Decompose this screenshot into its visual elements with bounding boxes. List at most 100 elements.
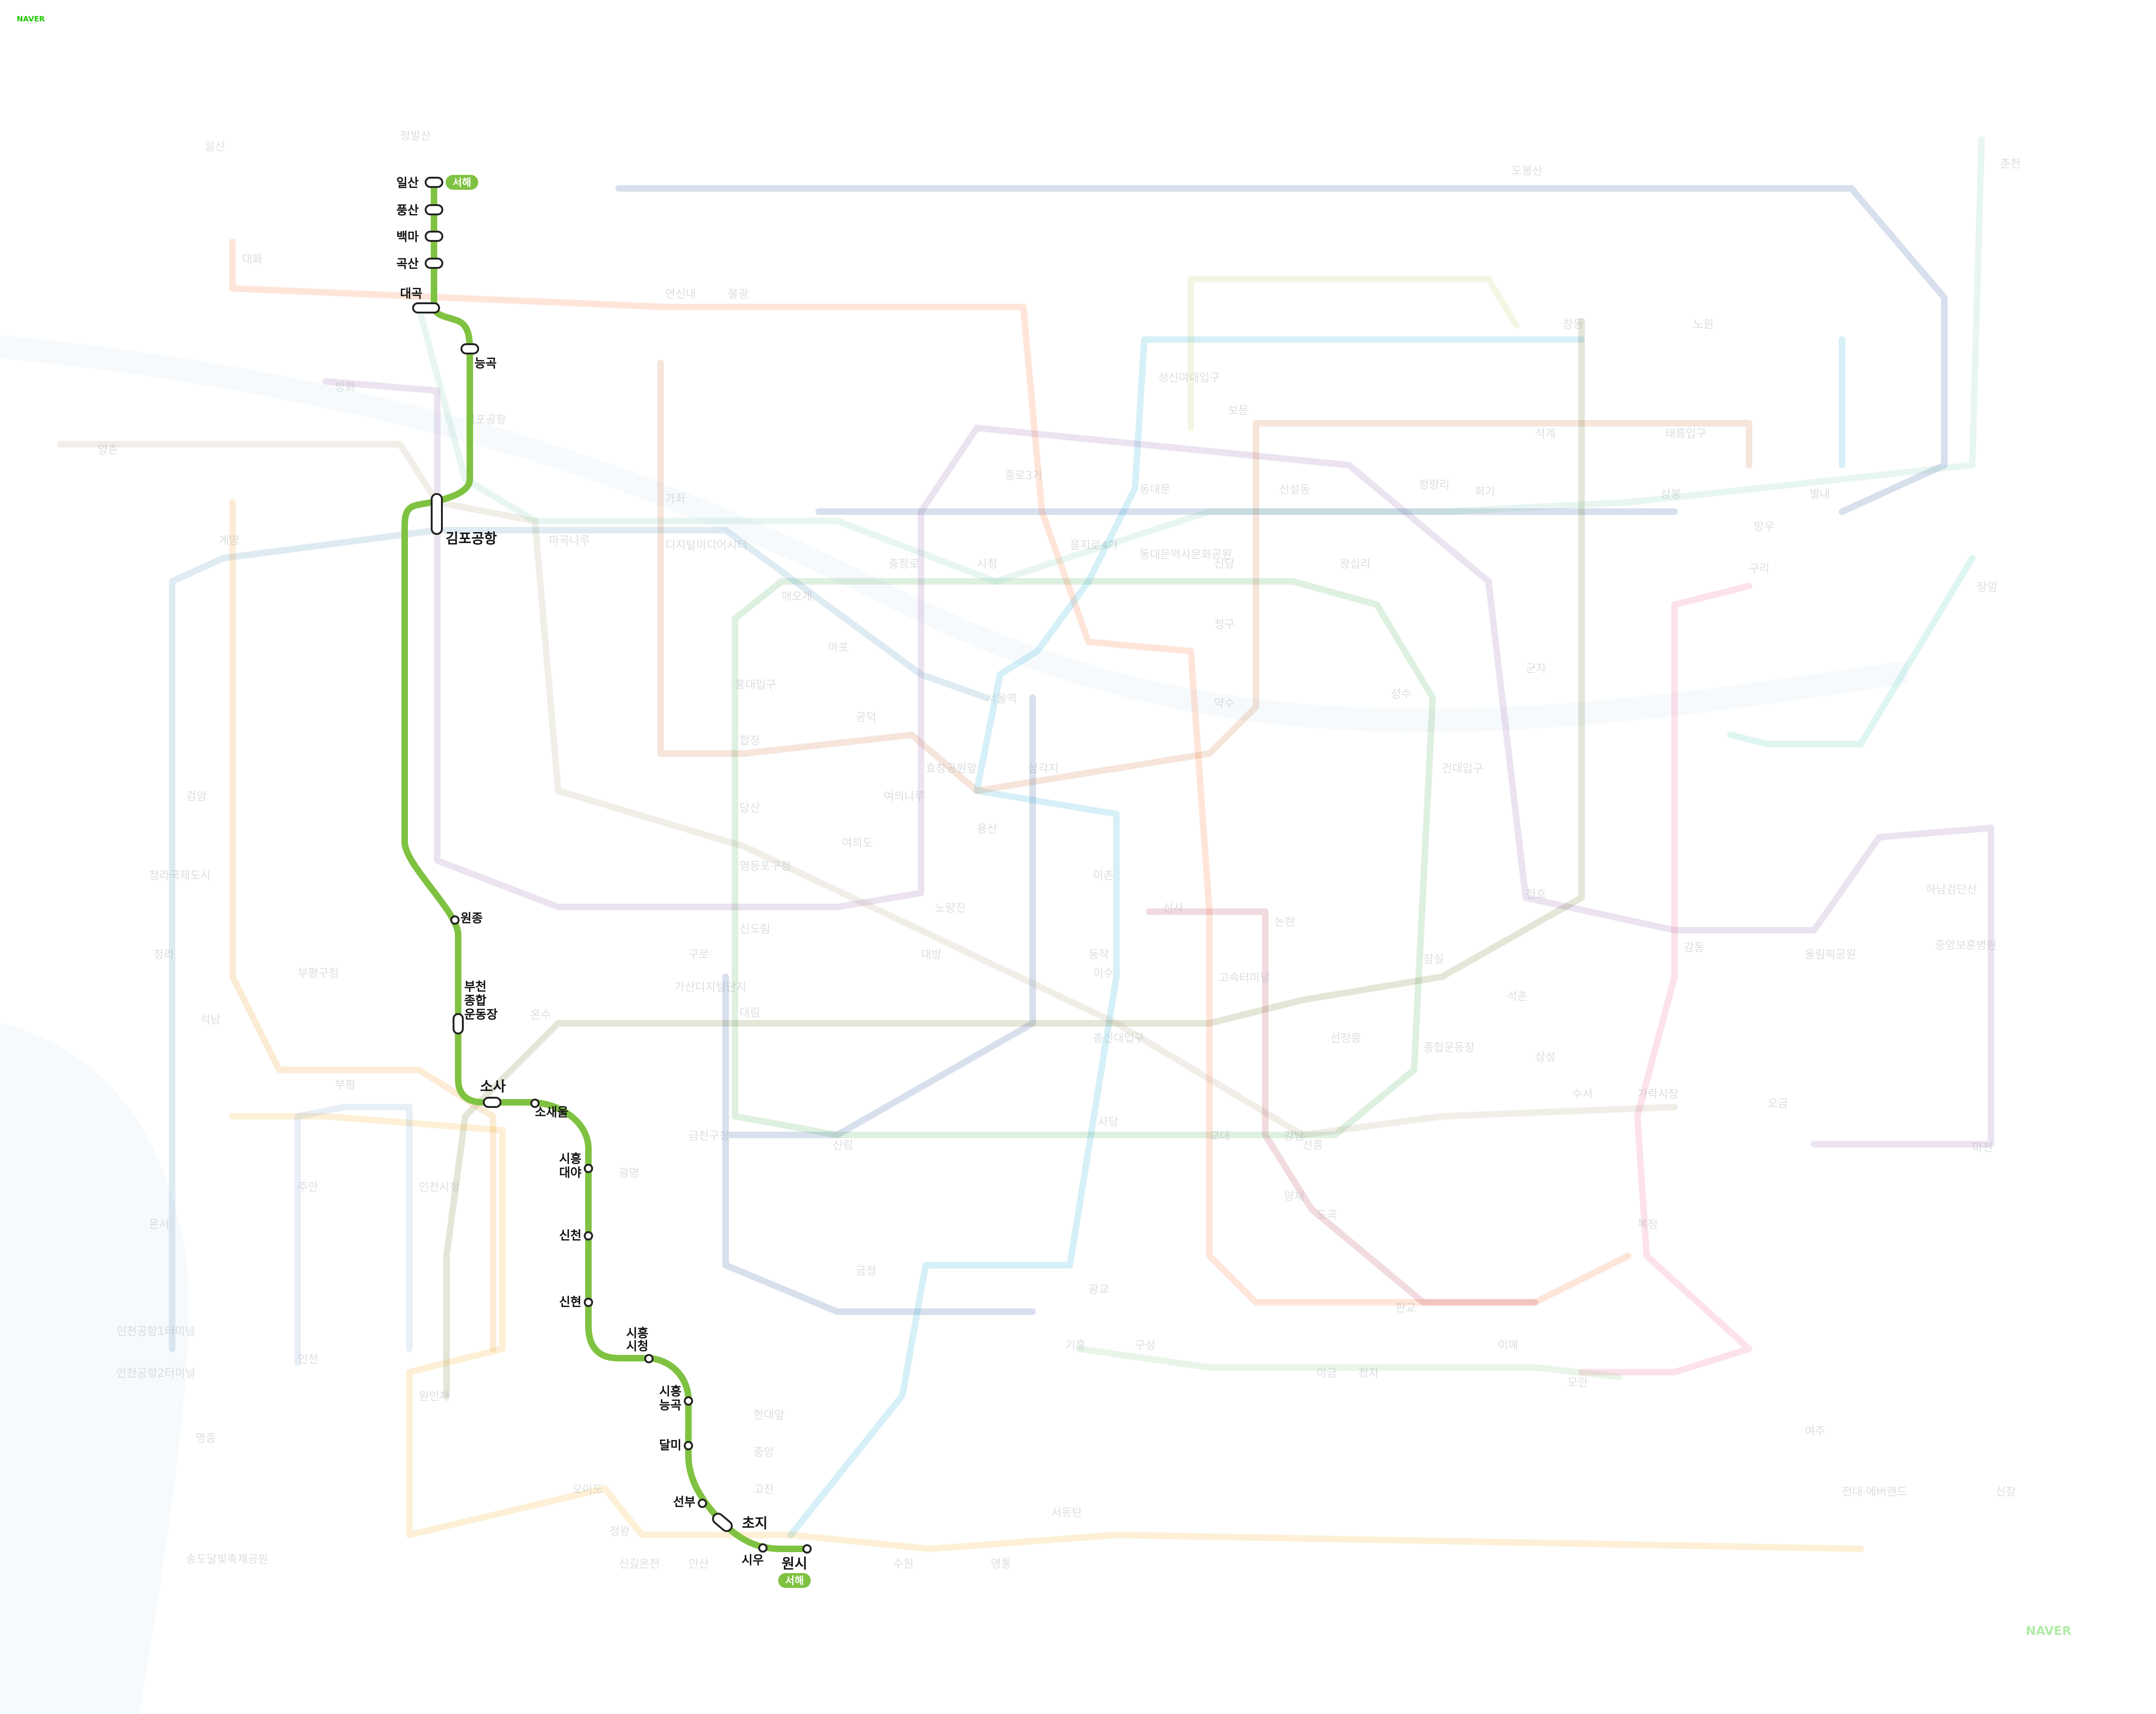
bg-station: 중앙 (754, 1446, 774, 1459)
svg-text:신현: 신현 (559, 1295, 581, 1309)
bg-station: 정왕 (609, 1525, 630, 1538)
station-gimpo-airport[interactable]: 김포공항 (431, 493, 497, 547)
bg-station: 신도림 (740, 922, 770, 935)
bg-station: 대화 (242, 253, 262, 266)
bg-station: 충정로 (888, 557, 919, 570)
bg-station: 이매 (1498, 1339, 1518, 1352)
svg-text:종합: 종합 (464, 994, 487, 1008)
svg-text:선부: 선부 (673, 1495, 695, 1509)
bg-station: 당산 (740, 801, 760, 814)
station-daegok[interactable]: 대곡 (400, 287, 440, 313)
bg-station: 한대앞 (754, 1408, 784, 1421)
naver-logo-top: NAVER (17, 14, 45, 23)
station-sosaeul[interactable]: 소새울 (530, 1099, 568, 1120)
line4-ghost (788, 336, 1845, 1538)
bg-station: 망우 (1754, 520, 1774, 533)
bg-station: 천호 (1526, 887, 1546, 900)
station-pungsan[interactable]: 풍산 (396, 204, 443, 218)
gyeongchun-ghost (1727, 555, 1976, 747)
svg-text:소새울: 소새울 (535, 1106, 568, 1120)
background-labels: 일산 대화 연신내 불광 도봉산 창동 노원 춘천 방화 양촌 계양 검암 가좌… (98, 129, 2021, 1570)
bg-station: 광교 (1088, 1283, 1109, 1296)
bg-station: 수서 (1572, 1087, 1593, 1100)
station-ilsan[interactable]: 일산 (396, 176, 443, 190)
bg-station: 하남검단산 (1926, 883, 1977, 896)
bg-station: 고잔 (754, 1483, 774, 1496)
bg-station: 금천구청 (688, 1129, 729, 1142)
station-dalmi[interactable]: 달미 (659, 1439, 693, 1453)
station-goksan[interactable]: 곡산 (396, 257, 443, 271)
bg-station: 별내 (1809, 487, 1830, 500)
svg-text:풍산: 풍산 (396, 204, 419, 218)
bg-station: 구성 (1135, 1339, 1155, 1352)
incheon2-ghost (229, 499, 496, 1352)
station-bucheon-sports-complex-label: 운동장 (464, 1008, 498, 1022)
svg-text:원종: 원종 (461, 912, 483, 926)
svg-text:시흥: 시흥 (626, 1327, 648, 1341)
bg-station: 계양 (219, 534, 239, 547)
station-wonjong[interactable]: 원종 (450, 912, 483, 926)
bg-station: 운서 (149, 1218, 169, 1231)
bg-station: 구로 (688, 948, 709, 961)
station-seonbu[interactable]: 선부 (673, 1495, 707, 1509)
bg-station: 성수 (1391, 687, 1411, 700)
station-sinhyeon[interactable]: 신현 (559, 1295, 593, 1309)
bg-station: 강남 (1284, 1129, 1304, 1142)
station-sincheon[interactable]: 신천 (559, 1229, 593, 1243)
bg-station: 석촌 (1507, 990, 1528, 1003)
station-neunggok[interactable]: 능곡 (461, 343, 497, 371)
bg-station: 대방 (921, 948, 941, 961)
bg-station: 도봉산 (1512, 164, 1542, 177)
station-baekma[interactable]: 백마 (396, 230, 443, 244)
svg-text:곡산: 곡산 (396, 257, 419, 271)
bg-station: 동대문역사문화공원 (1140, 548, 1232, 561)
bg-station: 영종 (195, 1432, 216, 1445)
bg-station: 성신여대입구 (1158, 371, 1220, 384)
station-wonsi[interactable]: 원시 (781, 1544, 812, 1572)
svg-text:시청: 시청 (626, 1340, 648, 1354)
svg-text:백마: 백마 (396, 230, 419, 244)
bg-station: 삼성 (1535, 1050, 1555, 1063)
svg-text:시우: 시우 (741, 1554, 764, 1567)
bg-station: 동작 (1088, 948, 1109, 961)
bg-station: 신설동 (1279, 483, 1310, 496)
bg-station: 청구 (1214, 618, 1235, 631)
station-choji[interactable]: 초지 (711, 1512, 768, 1533)
bg-station: 연신내 (665, 287, 696, 300)
bg-station: 애오개 (781, 590, 812, 603)
terminal-badge-north: 서해 (446, 175, 478, 190)
bg-station: 가좌 (665, 492, 686, 505)
bg-station: 인천공항2터미널 (116, 1367, 195, 1380)
bg-station: 기흥 (1065, 1339, 1086, 1352)
station-siu[interactable]: 시우 (741, 1543, 768, 1567)
bg-station: 삼각지 (1028, 762, 1059, 775)
bg-station: 선릉 (1302, 1139, 1323, 1152)
bg-station: 서동탄 (1051, 1506, 1082, 1519)
bg-station: 서울역 (986, 692, 1017, 705)
bg-station: 회기 (1475, 485, 1495, 498)
bg-station: 양촌 (98, 443, 118, 456)
bg-station: 안산 (688, 1557, 709, 1570)
station-sosa[interactable]: 소사 (480, 1079, 506, 1108)
bg-station: 수원 (893, 1557, 914, 1570)
bg-station: 가락시장 (1637, 1087, 1678, 1100)
bg-station: 부평 (335, 1078, 355, 1091)
incheon1-ghost (294, 1104, 413, 1366)
bg-station: 원인재 (419, 1390, 449, 1403)
bg-station: 잠실 (1423, 953, 1444, 966)
bg-station: 디지털미디어시티 (665, 539, 748, 552)
bg-station: 오이도 (572, 1483, 603, 1496)
line6-ghost (657, 360, 1752, 794)
bg-station: 도곡 (1316, 1208, 1337, 1221)
bg-station: 왕십리 (1340, 557, 1370, 570)
svg-text:서해: 서해 (453, 177, 471, 189)
bg-station: 영통 (991, 1557, 1011, 1570)
bg-station: 신림 (833, 1139, 853, 1152)
bg-station: 청라 (154, 948, 174, 961)
bg-station: 을지로4가 (1070, 539, 1118, 552)
